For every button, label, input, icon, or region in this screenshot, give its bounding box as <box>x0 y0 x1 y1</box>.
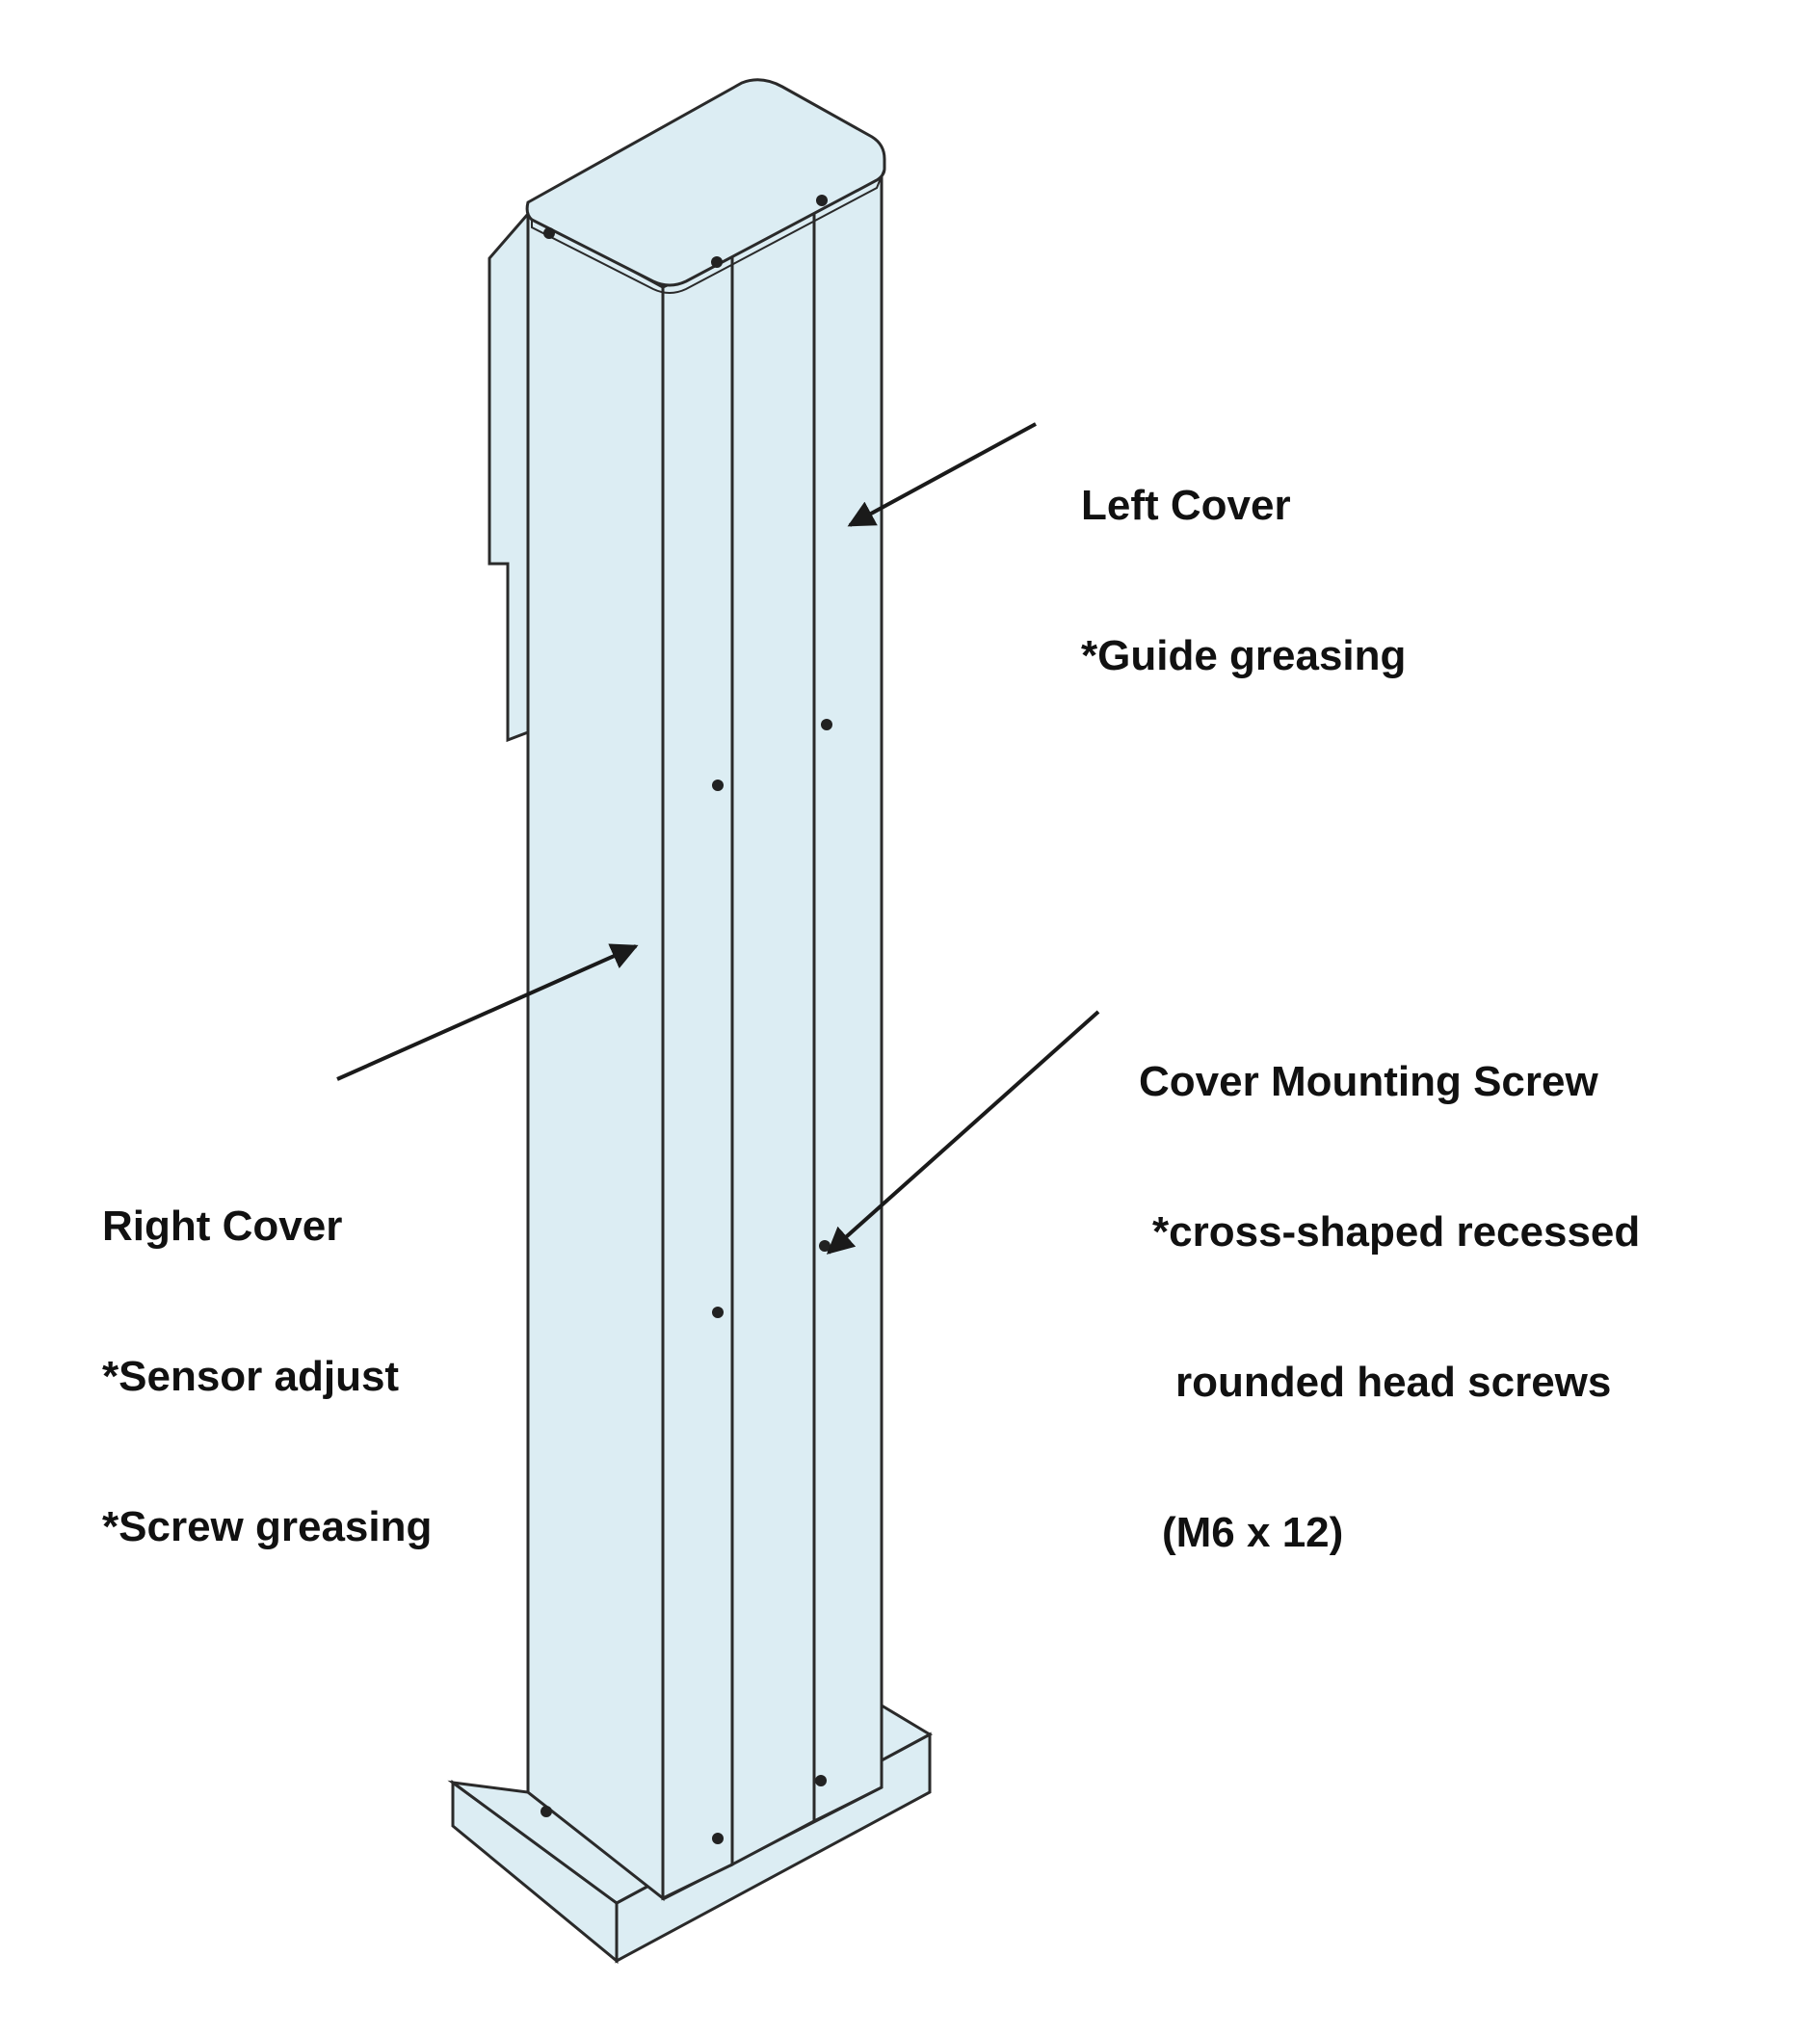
screw-icon <box>816 195 828 206</box>
right-cover-note-sensor: *Sensor adjust <box>102 1353 400 1400</box>
callout-arrows <box>336 422 1100 1255</box>
screw-icon <box>541 1806 552 1817</box>
arrow-left-cover <box>847 422 1037 527</box>
right-cover-note-greasing: *Screw greasing <box>102 1503 433 1550</box>
left-cover-note: *Guide greasing <box>1081 632 1407 679</box>
right-cover-panel <box>526 211 665 1902</box>
mounting-bracket <box>488 209 530 743</box>
screw-icon <box>543 227 555 239</box>
left-cover-title: Left Cover <box>1081 482 1291 529</box>
screw-icon <box>712 1833 724 1844</box>
left-cover-label: Left Cover *Guide greasing <box>1081 381 1406 781</box>
mounting-screw-label: Cover Mounting Screw *cross-shaped reces… <box>1139 957 1640 1658</box>
left-cover-panel <box>812 169 884 1824</box>
right-cover-title: Right Cover <box>102 1203 343 1250</box>
mounting-screw-note-type: *cross-shaped recessed <box>1152 1208 1641 1256</box>
screw-icon <box>712 780 724 791</box>
mounting-screw-note-head: rounded head screws <box>1175 1359 1612 1406</box>
screw-icon <box>821 719 832 730</box>
arrow-right-cover <box>336 943 639 1081</box>
cover-mounting-screws <box>541 195 832 1844</box>
right-cover-label: Right Cover *Sensor adjust *Screw greasi… <box>102 1101 432 1653</box>
center-rail-panel <box>661 207 816 1901</box>
screw-icon <box>815 1775 827 1786</box>
mounting-screw-title: Cover Mounting Screw <box>1139 1058 1598 1105</box>
screw-icon <box>711 256 723 268</box>
top-cap <box>525 78 886 294</box>
arrow-mounting-screw <box>826 1010 1100 1255</box>
mounting-screw-note-size: (M6 x 12) <box>1162 1509 1344 1556</box>
screw-icon <box>712 1307 724 1318</box>
